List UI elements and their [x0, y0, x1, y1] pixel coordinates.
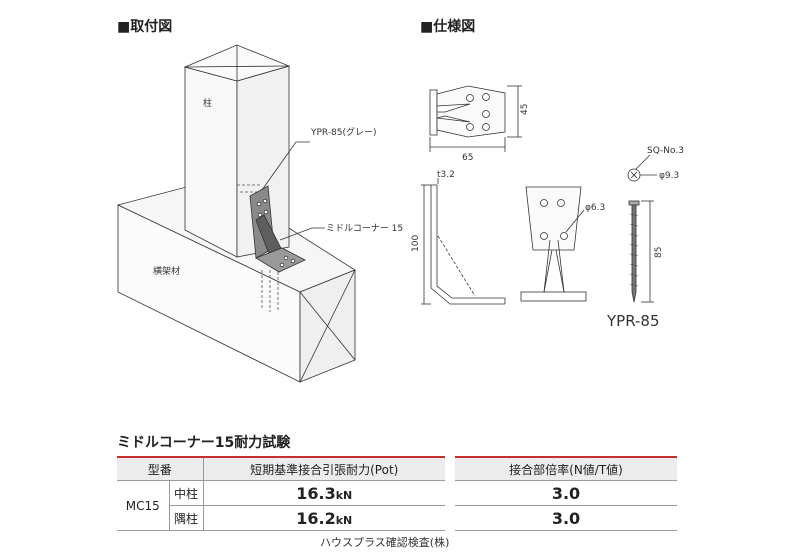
table-top-rule-right: [455, 456, 677, 458]
spec-hole: [482, 110, 490, 118]
hidden-screw-lines: [237, 184, 279, 312]
strength-cell: 16.3kN: [203, 480, 445, 506]
spec-top-view: [429, 85, 522, 152]
mounting-heading: ■取付図: [117, 19, 173, 35]
bracket-hole: [290, 258, 296, 264]
strength-unit: kN: [335, 488, 353, 502]
mounting-diagram: [116, 44, 356, 383]
spec-width-label: 65: [462, 153, 473, 163]
post-label: 柱: [203, 97, 212, 109]
ratio-cell: 3.0: [455, 480, 677, 506]
bracket-hole: [263, 209, 269, 215]
bracket-hole: [283, 255, 289, 261]
beam-label: 横架材: [153, 265, 180, 277]
strength-test-table: 型番 短期基準接合引張耐力(Pot) 接合部倍率(N値/T値) MC15 中柱 …: [117, 458, 677, 531]
header-model: 型番: [117, 458, 204, 481]
spec-screw: [627, 154, 657, 303]
bracket-base-plate: [255, 247, 306, 273]
ratio-cell: 3.0: [455, 505, 677, 531]
spec-hole-label: φ6.3: [585, 203, 605, 213]
bracket-hole: [256, 201, 262, 207]
bracket-leader-line: [261, 141, 310, 191]
spec-hole: [540, 199, 548, 207]
model-label: YPR-85: [606, 312, 660, 330]
table-row: MC15 中柱 16.3kN 3.0: [117, 480, 677, 531]
table-title: ミドルコーナー15耐力試験: [117, 435, 291, 451]
ratio-value: 3.0: [551, 483, 581, 503]
spec-height-label: 45: [520, 104, 530, 115]
spec-thickness-label: t3.2: [437, 170, 455, 180]
bracket-hole: [279, 262, 285, 268]
post-front-face: [184, 66, 238, 258]
header-strength: 短期基準接合引張耐力(Pot): [203, 458, 445, 481]
spec-hole: [482, 93, 490, 101]
technical-drawings: 柱 横架材 YPR-85(グレー) ミドルコーナー 15 65 45 t3.2: [116, 44, 684, 383]
table-row: 隅柱 16.2kN 3.0: [117, 505, 677, 531]
spec-front-view: [520, 186, 587, 302]
screw-length-label: 85: [654, 247, 664, 258]
strength-unit: kN: [335, 513, 353, 527]
spec-length-label: 100: [411, 235, 421, 252]
strength-value: 16.3: [296, 483, 336, 503]
table-top-rule-left: [117, 456, 445, 458]
spec-hole: [557, 199, 565, 207]
spec-hole: [482, 123, 490, 131]
screw-name-label: SQ-No.3: [647, 146, 684, 156]
spec-hole: [466, 123, 474, 131]
ratio-value: 3.0: [551, 508, 581, 528]
position-cell: 中柱: [169, 480, 204, 506]
spec-heading: ■仕様図: [420, 19, 476, 35]
spec-hole: [560, 232, 568, 240]
position-cell: 隅柱: [169, 505, 204, 531]
spec-side-view: [421, 178, 506, 305]
strength-cell: 16.2kN: [203, 505, 445, 531]
bracket-hole: [262, 198, 268, 204]
bracket-hole: [257, 212, 263, 218]
bracket-label: YPR-85(グレー): [310, 126, 377, 138]
product-leader-line: [279, 227, 325, 241]
table-header-row: 型番 短期基準接合引張耐力(Pot) 接合部倍率(N値/T値): [117, 458, 677, 481]
product-label: ミドルコーナー 15: [326, 223, 403, 234]
spec-hole: [466, 94, 474, 102]
test-authority-note: ハウスプラス確認検査(株): [320, 536, 450, 549]
beam-end-cross-2: [299, 269, 356, 383]
spec-hole: [540, 232, 548, 240]
header-ratio: 接合部倍率(N値/T値): [455, 458, 677, 481]
strength-value: 16.2: [296, 508, 336, 528]
screw-head-label: φ9.3: [659, 171, 679, 181]
model-cell: MC15: [117, 480, 170, 531]
